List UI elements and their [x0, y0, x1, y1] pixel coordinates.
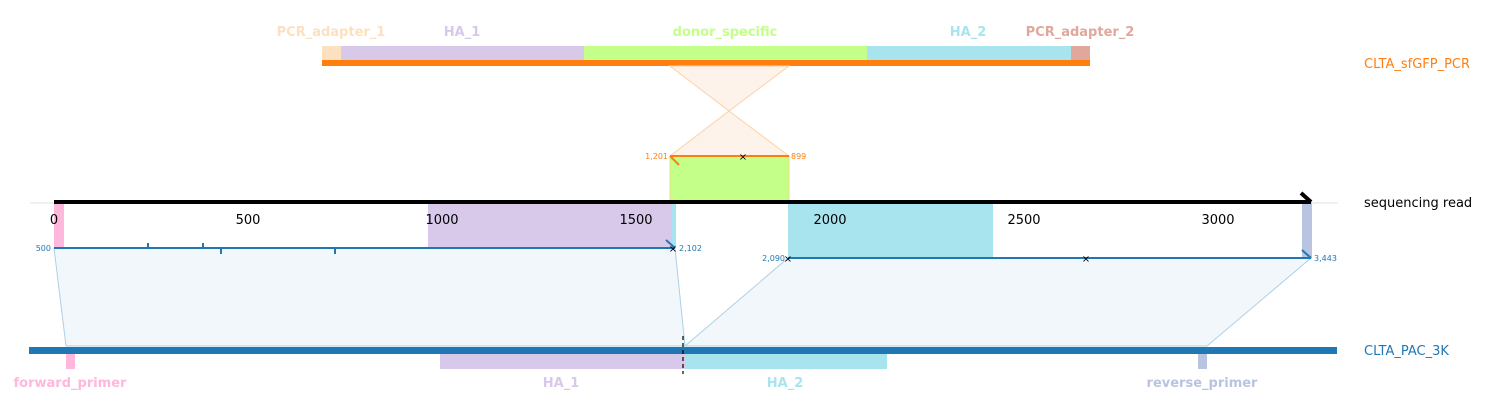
ha-2-on-read: [788, 202, 993, 258]
read-features: [54, 202, 1312, 258]
top-alignment-cross-fill: [668, 65, 791, 112]
donor-specific-label: donor_specific: [673, 25, 778, 40]
ha-1-top-label: HA_1: [444, 25, 481, 40]
reverse-primer-label: reverse_primer: [1147, 376, 1259, 391]
pcr-adapter-2-label: PCR_adapter_2: [1026, 25, 1135, 40]
read-tick-500: 500: [236, 213, 261, 228]
read-arrow-head: [1299, 191, 1313, 204]
top-alignment: × 1,201 899: [645, 65, 806, 203]
bottom-alignment-1-mismatch-icon: ×: [669, 244, 677, 255]
bottom-construct-name: CLTA_PAC_3K: [1364, 344, 1449, 359]
bottom-alignment-2-start-label: 2,090: [762, 254, 785, 263]
bottom-alignment-2-start-mismatch-icon: ×: [784, 254, 792, 265]
pcr-adapter-1-bar: [322, 46, 341, 62]
top-construct-name: CLTA_sfGFP_PCR: [1364, 57, 1470, 72]
ha-2-early-on-read: [672, 202, 676, 248]
top-alignment-end-arrow: [669, 155, 680, 166]
reverse-primer-on-read: [1302, 202, 1312, 258]
read-name: sequencing read: [1364, 196, 1472, 211]
ha-2-bottom-bar: [685, 353, 887, 369]
pcr-adapter-2-bar: [1071, 46, 1090, 62]
top-alignment-end-label: 899: [791, 152, 806, 161]
bottom-alignment-shading: [53, 247, 1313, 347]
read-tick-3000: 3000: [1201, 213, 1234, 228]
forward-primer-bar: [66, 353, 75, 369]
read-tick-0: 0: [50, 213, 58, 228]
reverse-primer-bar: [1198, 353, 1207, 369]
ha-1-bottom-bar: [440, 353, 685, 369]
read-tick-2500: 2500: [1007, 213, 1040, 228]
bottom-alignment-1-start-label: 500: [36, 244, 51, 253]
ha-1-bottom-label: HA_1: [543, 376, 580, 391]
read-tick-1500: 1500: [619, 213, 652, 228]
read-tick-2000: 2000: [813, 213, 846, 228]
bottom-construct: forward_primer HA_1 HA_2 reverse_primer …: [14, 336, 1449, 391]
ha-2-top-label: HA_2: [950, 25, 987, 40]
bottom-alignment-2-mismatch-icon: ×: [1082, 254, 1090, 265]
forward-primer-on-read: [54, 202, 64, 248]
read-tick-1000: 1000: [425, 213, 458, 228]
top-alignment-mismatch-icon: ×: [739, 152, 747, 163]
ha-2-bar: [867, 46, 1071, 62]
bottom-alignment-2-fill: [683, 257, 1313, 347]
top-construct-backbone: [322, 60, 1090, 66]
bottom-alignment-2-end-label: 3,443: [1314, 254, 1337, 263]
top-alignment-start-label: 1,201: [645, 152, 668, 161]
sequencing-read: 0 500 1000 1500 2000 2500 3000 sequencin…: [30, 191, 1472, 228]
bottom-alignment-1-fill: [53, 247, 686, 347]
ha-1-on-read: [428, 202, 675, 248]
forward-primer-label: forward_primer: [14, 376, 128, 391]
pcr-adapter-1-label: PCR_adapter_1: [277, 25, 386, 40]
top-alignment-cross-fill-lower: [668, 110, 791, 157]
bottom-alignment-1-arrow: [665, 239, 676, 249]
top-construct: PCR_adapter_1 HA_1 donor_specific HA_2 P…: [277, 25, 1470, 72]
donor-specific-on-read: [669, 155, 790, 203]
bottom-alignment-2-arrow: [1301, 249, 1312, 259]
donor-specific-bar: [584, 46, 867, 62]
bottom-alignment-1-end-label: 2,102: [679, 244, 702, 253]
ha-2-bottom-label: HA_2: [767, 376, 804, 391]
bottom-alignment-lines: × 500 2,102 × × 2,090 3,443: [36, 239, 1337, 265]
ha-1-bar: [341, 46, 584, 62]
